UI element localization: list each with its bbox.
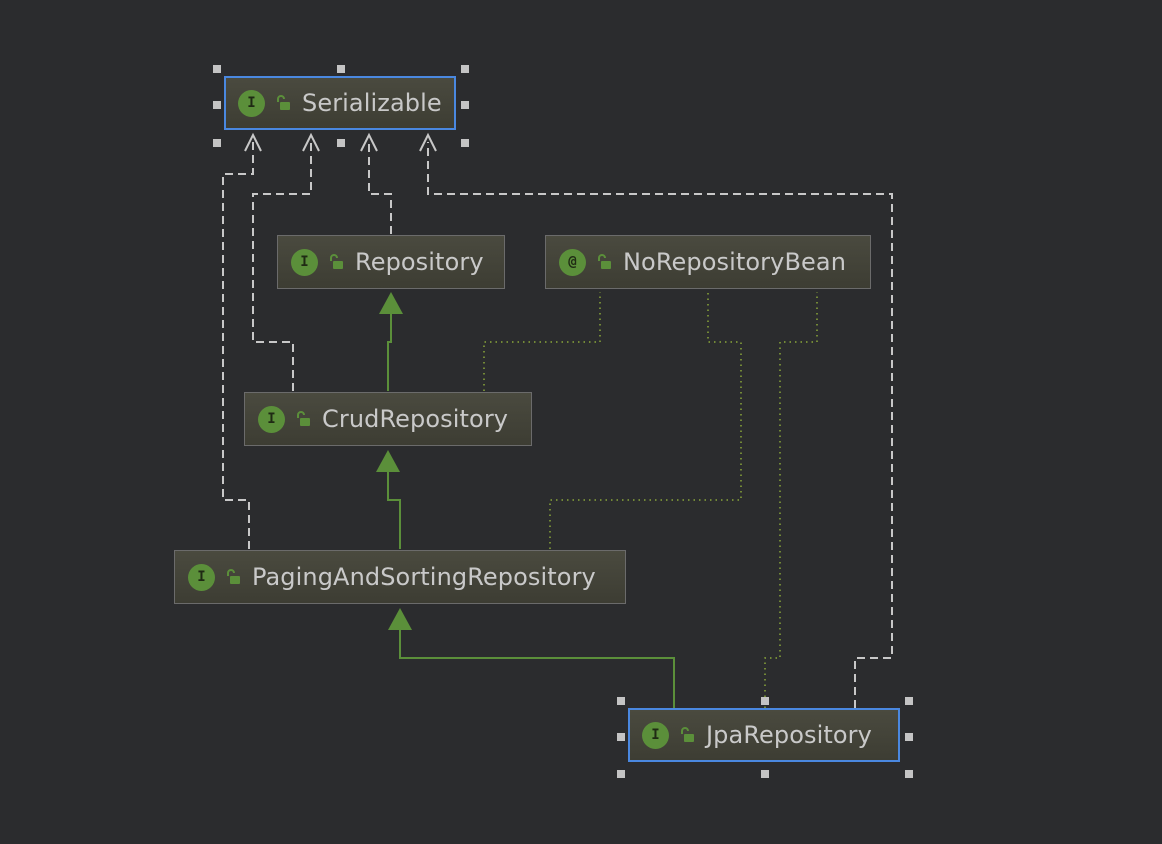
realization-line-jpa xyxy=(427,142,893,708)
selection-handle[interactable] xyxy=(761,770,769,778)
annotation-icon: @ xyxy=(559,248,586,276)
selection-handle[interactable] xyxy=(213,65,221,73)
annotation-line-paging xyxy=(549,292,742,549)
node-label: JpaRepository xyxy=(706,721,872,749)
realization-line-repository xyxy=(368,142,392,234)
selection-handle[interactable] xyxy=(337,65,345,73)
open-arrowhead xyxy=(302,132,320,152)
selection-handle[interactable] xyxy=(461,139,469,147)
open-lock-icon xyxy=(227,569,240,584)
selection-handle[interactable] xyxy=(461,101,469,109)
node-repository[interactable]: I Repository xyxy=(277,235,505,289)
filled-arrowhead xyxy=(388,608,412,630)
interface-icon: I xyxy=(291,248,318,276)
node-serializable[interactable]: I Serializable xyxy=(224,76,456,130)
interface-icon: I xyxy=(258,405,285,433)
open-arrowhead xyxy=(360,132,378,152)
interface-icon: I xyxy=(188,563,215,591)
selection-handle[interactable] xyxy=(617,697,625,705)
annotation-line-crud xyxy=(483,292,601,391)
node-pagingandsortingrepository[interactable]: I PagingAndSortingRepository xyxy=(174,550,626,604)
selection-handle[interactable] xyxy=(761,697,769,705)
open-arrowhead xyxy=(244,132,262,152)
generalization-line-crud xyxy=(387,312,392,391)
node-norepositorybean[interactable]: @ NoRepositoryBean xyxy=(545,235,871,289)
open-arrowhead xyxy=(419,132,437,152)
selection-handle[interactable] xyxy=(905,697,913,705)
node-label: PagingAndSortingRepository xyxy=(252,563,596,591)
node-crudrepository[interactable]: I CrudRepository xyxy=(244,392,532,446)
open-lock-icon xyxy=(681,727,694,742)
interface-icon: I xyxy=(642,721,669,749)
selection-handle[interactable] xyxy=(337,139,345,147)
open-lock-icon xyxy=(277,95,290,110)
generalization-line-paging xyxy=(387,470,401,549)
open-lock-icon xyxy=(297,411,310,426)
node-label: CrudRepository xyxy=(322,405,509,433)
selection-handle[interactable] xyxy=(905,733,913,741)
selection-handle[interactable] xyxy=(617,770,625,778)
interface-icon: I xyxy=(238,89,265,117)
filled-arrowhead xyxy=(379,292,403,314)
selection-handle[interactable] xyxy=(461,65,469,73)
node-label: Repository xyxy=(355,248,484,276)
realization-line-paging xyxy=(222,142,254,549)
selection-handle[interactable] xyxy=(905,770,913,778)
node-label: Serializable xyxy=(302,89,442,117)
realization-line-crud xyxy=(252,142,312,391)
selection-handle[interactable] xyxy=(617,733,625,741)
generalization-line-jpa xyxy=(399,628,675,708)
selection-handle[interactable] xyxy=(213,101,221,109)
open-lock-icon xyxy=(330,254,343,269)
open-lock-icon xyxy=(598,254,611,269)
filled-arrowhead xyxy=(376,450,400,472)
selection-handle[interactable] xyxy=(213,139,221,147)
annotation-line-jpa xyxy=(764,292,818,708)
node-jparepository[interactable]: I JpaRepository xyxy=(628,708,900,762)
node-label: NoRepositoryBean xyxy=(623,248,847,276)
